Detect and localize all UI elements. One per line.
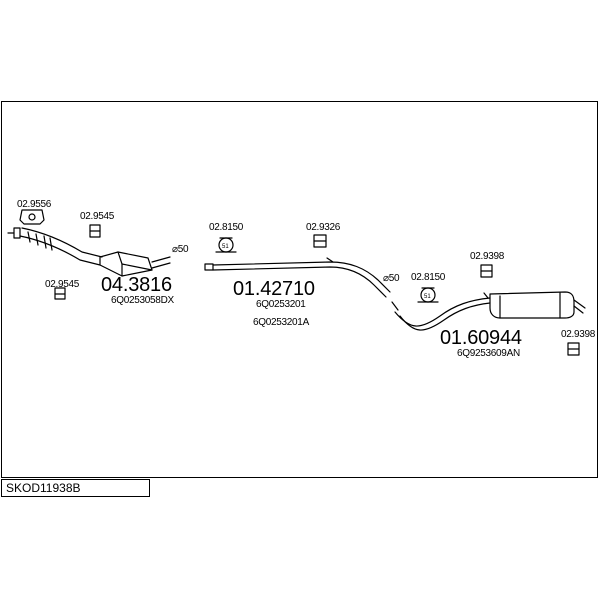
middle-pipe-icon bbox=[204, 257, 391, 298]
rubber-hanger-icon bbox=[567, 342, 580, 356]
rubber-hanger-icon bbox=[313, 234, 327, 248]
catalytic-converter-icon bbox=[99, 251, 171, 277]
diameter-label: ⌀50 bbox=[383, 273, 400, 284]
oem-code: 6Q0253201A bbox=[253, 317, 309, 328]
clamp-size-label: 51 bbox=[424, 294, 431, 300]
oem-code: 6Q0253201 bbox=[256, 299, 306, 310]
diagram-code-box: SKOD11938B bbox=[1, 479, 150, 497]
rubber-hanger-icon bbox=[54, 287, 66, 300]
fitting-label: 02.9398 bbox=[470, 251, 505, 262]
rear-silencer-icon bbox=[391, 291, 586, 331]
clamp-size-label: 51 bbox=[222, 244, 229, 250]
fitting-label: 02.9545 bbox=[45, 279, 80, 290]
flange-gasket-icon bbox=[19, 209, 45, 225]
clamp-icon bbox=[215, 237, 237, 253]
diagram-code: SKOD11938B bbox=[6, 481, 81, 495]
front-pipe-icon bbox=[7, 227, 103, 266]
rubber-hanger-icon bbox=[480, 264, 493, 278]
part-number: 04.3816 bbox=[101, 274, 172, 296]
part-number: 01.60944 bbox=[440, 327, 522, 349]
part-number: 01.42710 bbox=[233, 278, 315, 300]
fitting-label: 02.9545 bbox=[80, 211, 115, 222]
clamp-icon bbox=[417, 287, 439, 303]
diameter-label: ⌀50 bbox=[172, 244, 189, 255]
fitting-label: 02.9326 bbox=[306, 222, 341, 233]
rubber-hanger-icon bbox=[89, 224, 101, 238]
fitting-label: 02.8150 bbox=[209, 222, 244, 233]
fitting-label: 02.8150 bbox=[411, 272, 446, 283]
diagram-frame bbox=[1, 101, 598, 478]
fitting-label: 02.9556 bbox=[17, 199, 52, 210]
oem-code: 6Q0253058DX bbox=[111, 295, 174, 306]
oem-code: 6Q9253609AN bbox=[457, 348, 520, 359]
fitting-label: 02.9398 bbox=[561, 329, 596, 340]
